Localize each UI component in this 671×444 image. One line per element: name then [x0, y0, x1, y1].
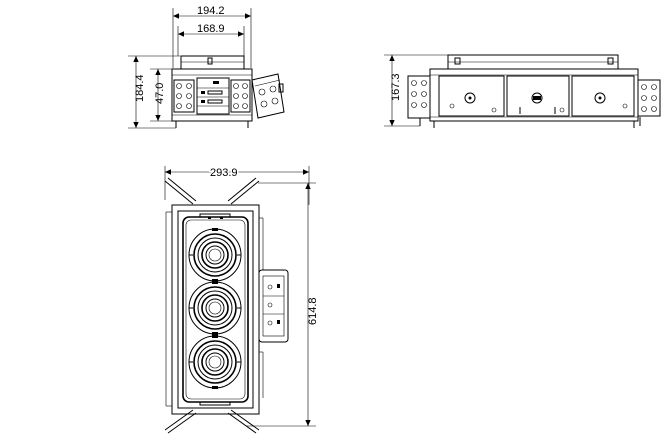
dim-plan-width: 293.9	[210, 167, 238, 179]
knob-right	[594, 92, 606, 104]
lamp-module-bottom	[188, 335, 242, 389]
left-terminal-block	[173, 79, 195, 113]
plan-driver-plate	[258, 269, 289, 343]
right-terminal-block	[230, 79, 251, 113]
side-right-terminal	[637, 79, 661, 126]
lamp-module-top	[188, 228, 242, 282]
dim-side-height: 167.3	[390, 73, 402, 101]
side-left-terminal	[407, 75, 431, 126]
dim-front-height-inner: 47.0	[154, 83, 166, 104]
dim-top-width-outer: 194.2	[197, 5, 225, 17]
front-view: 194.2 168.9	[128, 5, 285, 129]
center-block	[196, 77, 230, 115]
plan-view: 293.9 614.8	[164, 166, 319, 434]
knob-left	[464, 92, 476, 104]
knob-center	[531, 92, 543, 104]
side-view: 167.3	[384, 54, 661, 128]
dim-plan-length: 614.8	[307, 297, 319, 325]
dim-front-height-total: 184.4	[134, 74, 146, 102]
dim-top-width-inner: 168.9	[197, 23, 225, 35]
lamp-module-middle	[188, 281, 242, 335]
driver-box	[251, 73, 285, 119]
